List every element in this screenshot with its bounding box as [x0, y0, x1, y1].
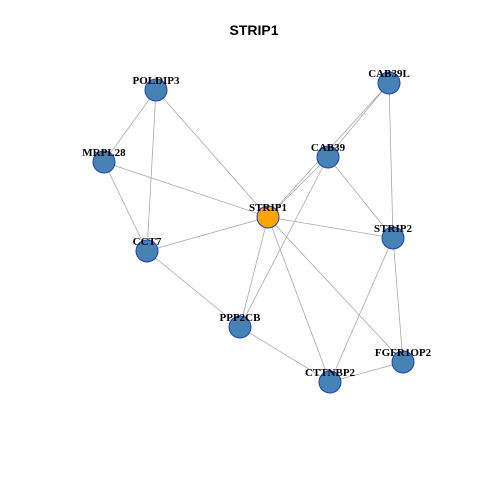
edge-strip1-mrpl28	[103, 161, 269, 218]
node-poldip3	[144, 78, 168, 102]
node-label-strip2: STRIP2	[374, 223, 412, 235]
edge-strip2-fgfr1op2	[392, 237, 404, 363]
edge-strip1-fgfr1op2	[267, 216, 404, 363]
edge-strip2-cttnbp2	[329, 237, 394, 383]
edge-strip1-ppp2cb	[239, 216, 269, 328]
node-strip1	[256, 205, 280, 229]
edge-cttnbp2-fgfr1op2	[329, 361, 404, 383]
node-cttnbp2	[318, 370, 342, 394]
node-label-mrpl28: MRPL28	[82, 147, 126, 159]
edge-ppp2cb-cttnbp2	[239, 326, 331, 383]
node-label-strip1: STRIP1	[249, 202, 287, 214]
nodes-layer	[92, 71, 415, 394]
node-mrpl28	[92, 150, 116, 174]
node-label-poldip3: POLDIP3	[132, 75, 180, 87]
edge-cab39-ppp2cb	[239, 156, 329, 328]
diagram-title: STRIP1	[229, 22, 278, 38]
edges-layer	[103, 82, 404, 383]
edge-cab39-strip2	[327, 156, 394, 239]
edge-cct7-ppp2cb	[146, 250, 241, 328]
node-cab39l	[377, 71, 401, 95]
node-label-cab39l: CAB39L	[368, 68, 410, 80]
node-label-cct7: CCT7	[133, 236, 162, 248]
edge-strip1-cct7	[146, 216, 269, 252]
edge-strip1-strip2	[267, 216, 394, 239]
node-ppp2cb	[228, 315, 252, 339]
node-cab39	[316, 145, 340, 169]
node-strip2	[381, 226, 405, 250]
node-label-cab39: CAB39	[311, 142, 346, 154]
edge-cab39-cab39l	[327, 82, 390, 158]
edge-cab39l-strip2	[388, 82, 394, 239]
edge-strip1-cttnbp2	[267, 216, 331, 383]
edge-poldip3-cct7	[146, 89, 157, 252]
edge-strip1-cab39	[267, 156, 329, 218]
node-cct7	[135, 239, 159, 263]
node-fgfr1op2	[391, 350, 415, 374]
edge-mrpl28-cct7	[103, 161, 148, 252]
node-label-cttnbp2: CTTNBP2	[305, 367, 356, 379]
node-label-fgfr1op2: FGFR1OP2	[375, 347, 432, 359]
edge-strip1-poldip3	[155, 89, 269, 218]
edge-poldip3-mrpl28	[103, 89, 157, 163]
node-label-ppp2cb: PPP2CB	[220, 312, 262, 324]
